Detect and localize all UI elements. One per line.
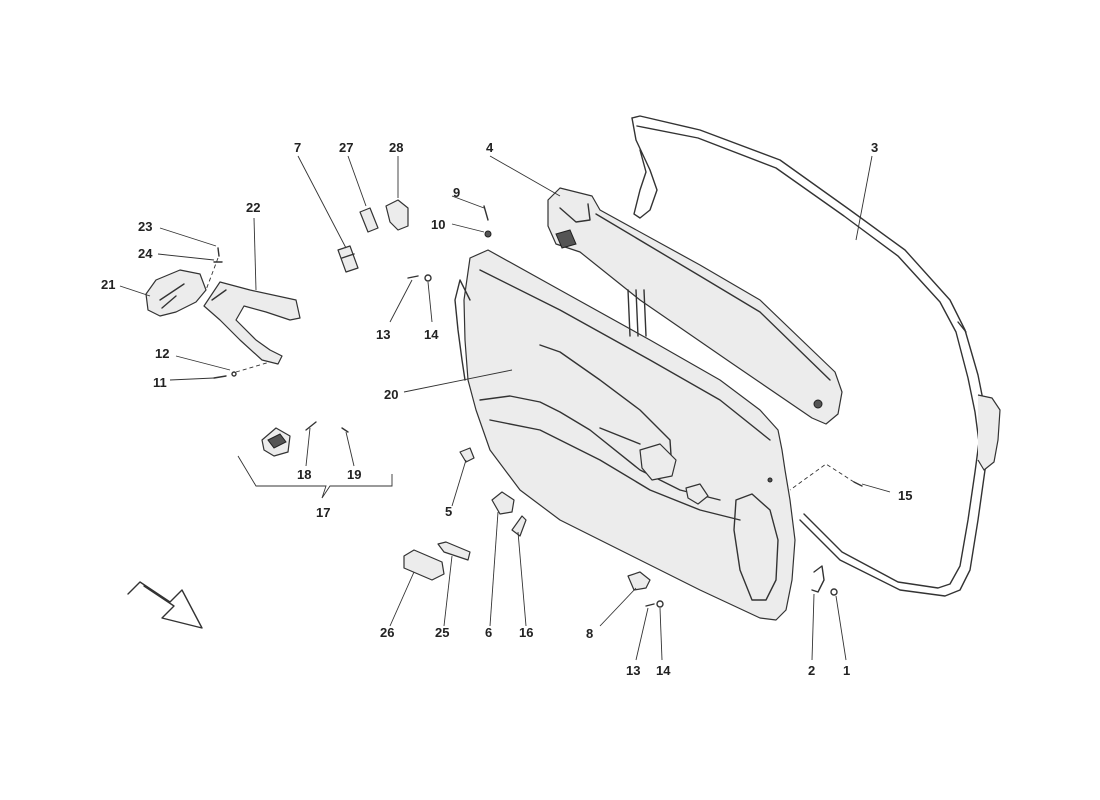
callout-14-upper: 14 — [424, 327, 439, 342]
part-4-upper-trim-rail — [547, 187, 843, 425]
part-17-switch-housing — [261, 427, 291, 457]
part-28-cover — [385, 199, 409, 231]
part-20-door-trim-panel — [454, 249, 796, 621]
callout-25: 25 — [435, 625, 449, 640]
part-7-clip — [337, 245, 359, 273]
part-14-washer-upper — [424, 274, 432, 282]
callout-9: 9 — [453, 185, 460, 200]
callout-22: 22 — [246, 200, 260, 215]
part-27-clip — [359, 207, 379, 233]
part-3-door-seal — [631, 115, 1001, 597]
part-5-clip — [459, 447, 475, 463]
part-21-bracket-cover — [145, 269, 207, 317]
callout-3: 3 — [871, 140, 878, 155]
callout-16: 16 — [519, 625, 533, 640]
callout-27: 27 — [339, 140, 353, 155]
part-14-washer-lower — [656, 600, 664, 608]
callout-20: 20 — [384, 387, 398, 402]
part-13-screw-lower — [645, 603, 655, 607]
part-18-screw — [305, 421, 317, 431]
callout-6: 6 — [485, 625, 492, 640]
callout-26: 26 — [380, 625, 394, 640]
part-9-screw — [483, 205, 489, 221]
leader-lines — [119, 155, 891, 661]
callout-24: 24 — [138, 246, 153, 261]
part-23-screw — [217, 247, 220, 257]
callout-labels: 1 2 3 4 5 6 7 8 9 10 11 12 13 13 14 14 1… — [101, 140, 912, 678]
part-17-group-bracket — [237, 455, 393, 499]
part-26-module — [403, 549, 445, 581]
part-13-screw-upper — [407, 275, 419, 279]
part-11-screw — [213, 375, 227, 379]
callout-15: 15 — [898, 488, 912, 503]
part-12-washer — [231, 361, 271, 377]
part-25-connector — [437, 541, 471, 561]
part-8-switch — [627, 571, 651, 591]
part-22-bracket — [203, 257, 301, 365]
callout-11: 11 — [153, 375, 167, 390]
callout-13-upper: 13 — [376, 327, 390, 342]
part-2-spring — [811, 565, 825, 593]
callout-18: 18 — [297, 467, 311, 482]
callout-4: 4 — [486, 140, 494, 155]
direction-arrow-icon — [127, 581, 203, 629]
callout-13-lower: 13 — [626, 663, 640, 678]
callout-5: 5 — [445, 504, 452, 519]
callout-10: 10 — [431, 217, 445, 232]
part-15-fastener — [789, 463, 863, 491]
callout-21: 21 — [101, 277, 115, 292]
callout-8: 8 — [586, 626, 593, 641]
part-19-clip — [341, 427, 349, 433]
callout-12: 12 — [155, 346, 169, 361]
part-6-handle-switch — [491, 491, 515, 515]
callout-2: 2 — [808, 663, 815, 678]
part-10-nut — [484, 230, 492, 238]
callout-1: 1 — [843, 663, 850, 678]
callout-17: 17 — [316, 505, 330, 520]
callout-7: 7 — [294, 140, 301, 155]
part-1-clip — [830, 588, 838, 596]
part-16-cover — [511, 515, 527, 537]
callout-19: 19 — [347, 467, 361, 482]
callout-28: 28 — [389, 140, 403, 155]
callout-23: 23 — [138, 219, 152, 234]
callout-14-lower: 14 — [656, 663, 671, 678]
